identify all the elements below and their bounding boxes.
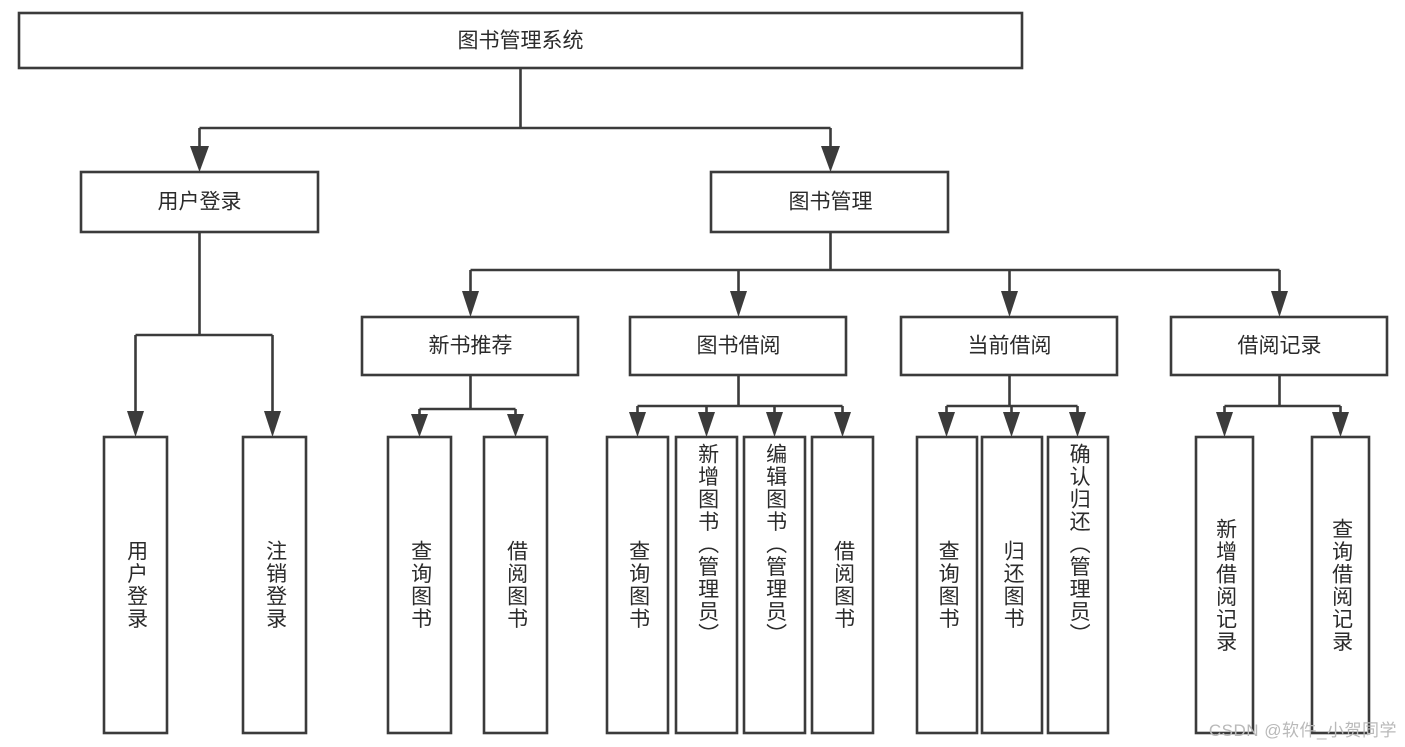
node-current-borrow-box: [899, 315, 1119, 377]
leaf-box-query-book-newrec[interactable]: [386, 435, 453, 735]
node-new-book-recommend-label: 新书推荐: [429, 335, 513, 358]
arrow-head-leaf-user-login: [127, 411, 144, 437]
leaf-box-borrow-book-newrec[interactable]: [482, 435, 549, 735]
arrow-head-borrow-record: [1271, 291, 1288, 317]
connector-group-current-borrow: [938, 375, 1086, 437]
node-user-login-box: [79, 170, 320, 234]
arrow-head-new-book-rec: [462, 291, 479, 317]
leaf-box-return-book[interactable]: [980, 435, 1044, 735]
arrow-head-currentborrow-leaf-2: [1003, 412, 1020, 437]
arrow-head-book-manage: [821, 146, 840, 172]
leaf-box-query-book-current[interactable]: [915, 435, 979, 735]
leaf-box-add-book-admin[interactable]: [674, 435, 739, 735]
arrow-head-newbook-leaf-2: [507, 414, 524, 437]
node-borrow-record-box: [1169, 315, 1389, 377]
connector-group-new-book-rec: [411, 375, 524, 437]
node-book-borrow-box: [628, 315, 848, 377]
connector-group-user-login: [127, 232, 281, 437]
leaf-box-logout-login[interactable]: [241, 435, 308, 735]
node-borrow-record[interactable]: 借阅记录: [1169, 315, 1389, 377]
arrow-head-borrowrecord-leaf-2: [1332, 412, 1349, 437]
node-current-borrow-label: 当前借阅: [968, 335, 1052, 358]
arrow-head-currentborrow-leaf-1: [938, 412, 955, 437]
leaf-box-user-login[interactable]: [102, 435, 169, 735]
arrow-head-borrowrecord-leaf-1: [1216, 412, 1233, 437]
csdn-watermark: CSDN @软件_小贺同学: [1208, 721, 1397, 740]
arrow-head-bookborrow-leaf-4: [834, 412, 851, 437]
arrow-head-bookborrow-leaf-3: [766, 412, 783, 437]
node-root-system-label: 图书管理系统: [458, 30, 584, 53]
arrow-head-bookborrow-leaf-2: [698, 412, 715, 437]
leaf-box-borrow-book[interactable]: [810, 435, 875, 735]
node-new-book-recommend[interactable]: 新书推荐: [360, 315, 580, 377]
node-book-manage-label: 图书管理: [789, 191, 873, 214]
arrow-head-user-login: [190, 146, 209, 172]
node-user-login-label: 用户登录: [158, 191, 242, 214]
leaf-box-confirm-return-admin[interactable]: [1046, 435, 1110, 735]
leaf-box-add-borrow-record[interactable]: [1194, 435, 1255, 735]
leaf-box-query-borrow-record[interactable]: [1310, 435, 1371, 735]
node-root-system[interactable]: 图书管理系统: [17, 11, 1024, 70]
arrow-head-current-borrow: [1001, 291, 1018, 317]
arrow-head-book-borrow: [730, 291, 747, 317]
connector-group-root: [190, 68, 840, 172]
node-book-manage-box: [709, 170, 950, 234]
connector-group-borrow-record: [1216, 375, 1349, 437]
arrow-head-bookborrow-leaf-1: [629, 412, 646, 437]
node-borrow-record-label: 借阅记录: [1238, 335, 1322, 358]
arrow-head-leaf-logout: [264, 411, 281, 437]
arrow-head-newbook-leaf-1: [411, 414, 428, 437]
node-root-system-box: [17, 11, 1024, 70]
arrow-head-currentborrow-leaf-3: [1069, 412, 1086, 437]
node-book-borrow-label: 图书借阅: [697, 335, 781, 358]
leaf-box-query-book-borrow[interactable]: [605, 435, 670, 735]
node-book-manage[interactable]: 图书管理: [709, 170, 950, 234]
node-book-borrow[interactable]: 图书借阅: [628, 315, 848, 377]
connector-group-book-borrow: [629, 375, 851, 437]
node-current-borrow[interactable]: 当前借阅: [899, 315, 1119, 377]
connector-group-book-manage: [462, 232, 1288, 317]
leaf-boxes-group: [102, 435, 1371, 735]
leaf-box-edit-book-admin[interactable]: [742, 435, 807, 735]
node-new-book-recommend-box: [360, 315, 580, 377]
node-user-login[interactable]: 用户登录: [79, 170, 320, 234]
